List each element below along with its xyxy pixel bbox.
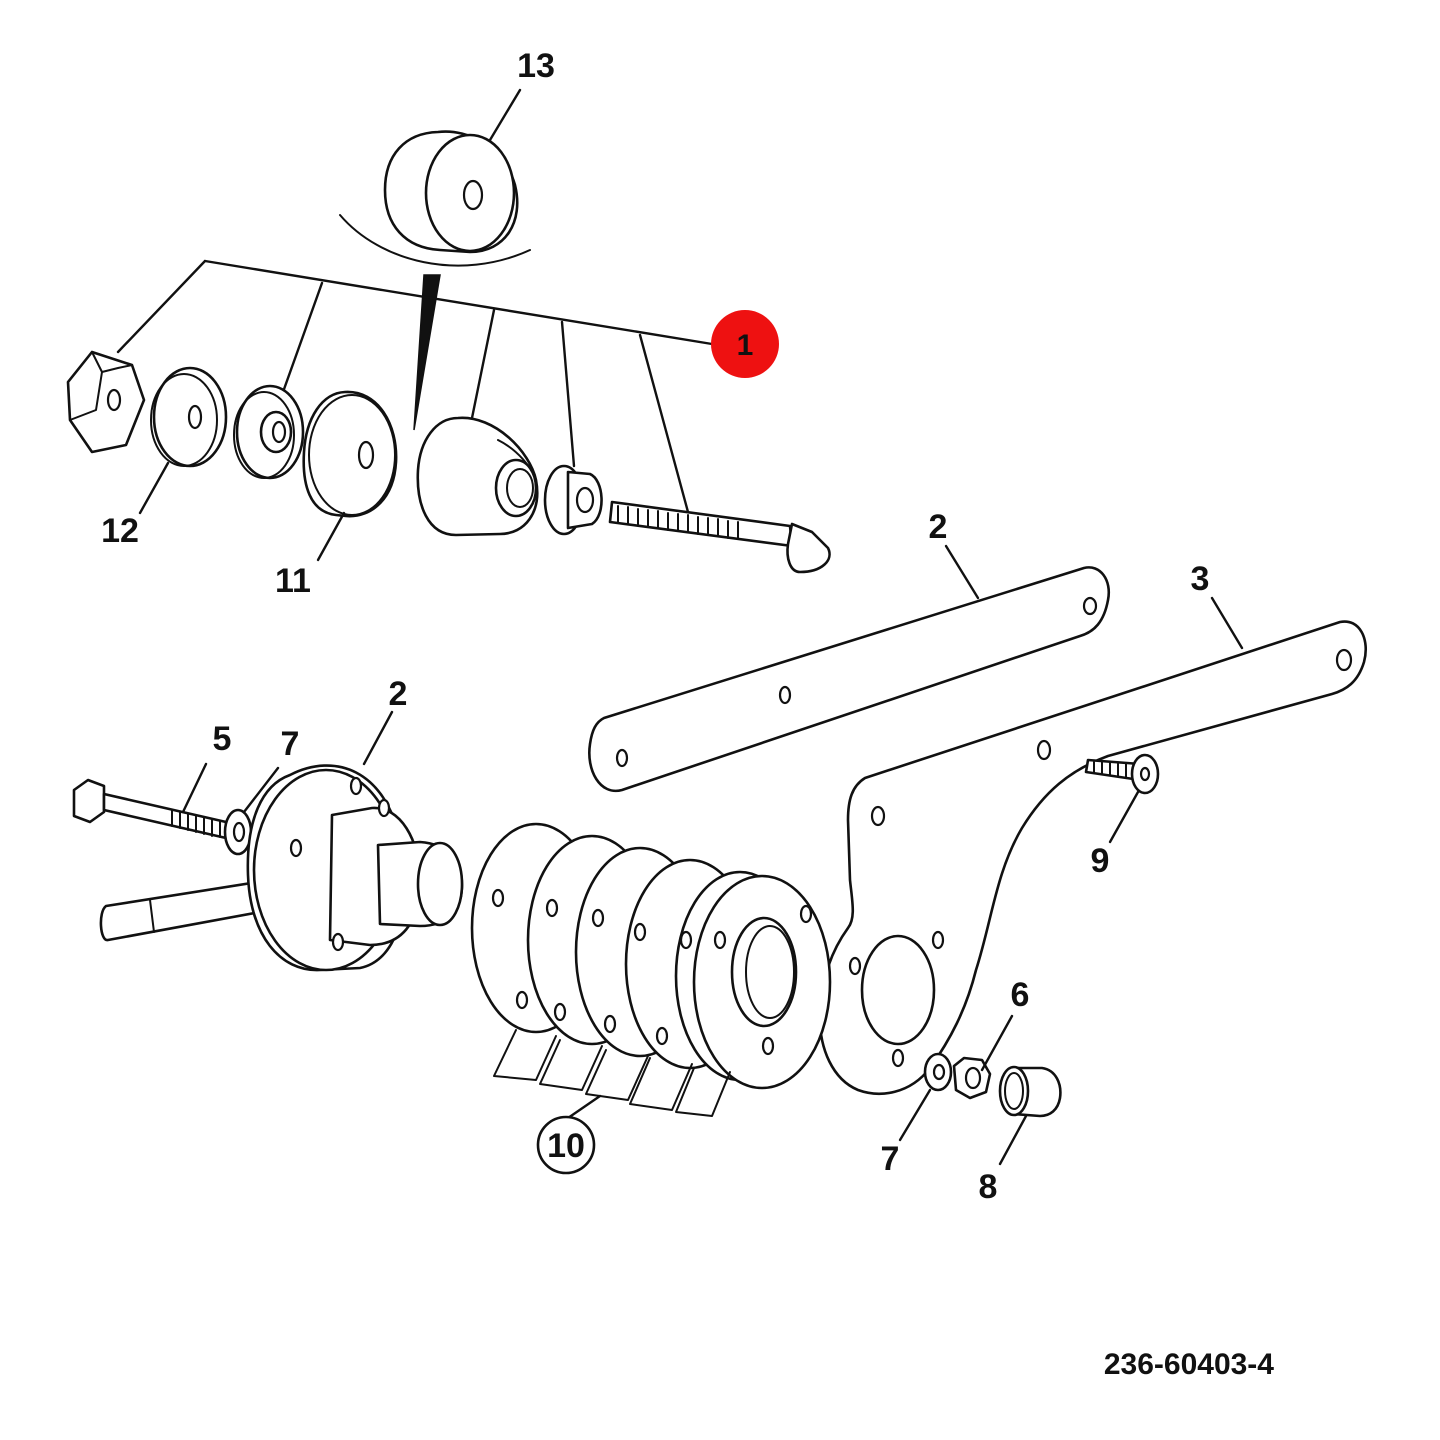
svg-text:10: 10 — [547, 1127, 585, 1165]
callout-1-highlight[interactable]: 1 — [711, 310, 779, 378]
callout-9: 9 — [1091, 842, 1110, 880]
callout-labels: 13 12 11 2 3 2 5 7 9 6 7 8 10 1 — [101, 47, 1209, 1206]
callout-5: 5 — [213, 720, 232, 758]
stepped-washer[interactable] — [233, 384, 305, 480]
part-10-shim-stack[interactable] — [470, 822, 832, 1090]
lever-rod[interactable] — [99, 880, 262, 942]
document-number: 236-60403-4 — [1104, 1348, 1274, 1381]
callout-10-circled[interactable]: 10 — [536, 1115, 596, 1175]
callout-3: 3 — [1191, 560, 1210, 598]
callout-7-left: 7 — [281, 725, 300, 763]
part-2-hub-flange[interactable] — [246, 764, 464, 972]
bracket-arc — [339, 214, 531, 431]
callout-12: 12 — [101, 512, 139, 550]
callout-1-leader-tree — [116, 259, 714, 514]
shim-tabs — [493, 1029, 731, 1117]
callout-7-right: 7 — [881, 1140, 900, 1178]
part-8-cap[interactable] — [998, 1065, 1062, 1118]
part-7-washer-left[interactable] — [223, 808, 253, 856]
callout-8: 8 — [979, 1168, 998, 1206]
part-2-link-bar[interactable] — [588, 566, 1111, 793]
part-11-bushing[interactable] — [302, 390, 398, 518]
part-5-bolt[interactable] — [72, 778, 228, 840]
cone-bush[interactable] — [416, 416, 539, 537]
part-13-roller[interactable] — [383, 130, 519, 254]
part-3-bracket-arm[interactable] — [818, 620, 1367, 1095]
part-7-washer-right[interactable] — [923, 1052, 953, 1092]
part-12-washer[interactable] — [150, 366, 228, 468]
svg-text:1: 1 — [737, 329, 754, 362]
flanged-nut[interactable] — [543, 464, 603, 536]
hex-nut[interactable] — [66, 350, 146, 454]
callout-6: 6 — [1011, 976, 1030, 1014]
callout-13: 13 — [517, 47, 555, 85]
callout-11: 11 — [275, 562, 311, 600]
part-9-screw[interactable] — [1084, 753, 1160, 795]
long-tapered-bolt[interactable] — [608, 500, 831, 574]
callout-2-lower: 2 — [389, 675, 408, 713]
callout-2-upper: 2 — [929, 508, 948, 546]
part-6-nut[interactable] — [952, 1056, 992, 1100]
leader-lines — [138, 88, 1244, 1166]
